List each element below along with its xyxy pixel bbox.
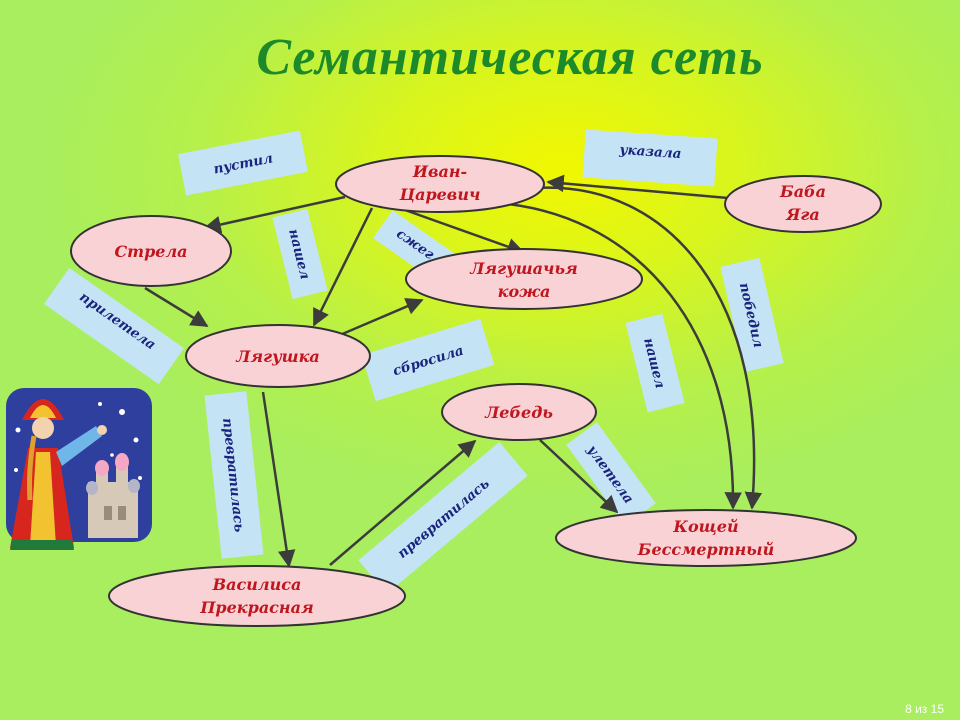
page-indicator: 8 из 15 [905,702,944,716]
arrow-lyagushka-kozha [339,298,424,337]
node-koschey-line-2: Бессмертный [637,540,774,559]
arrow-ivan-kozha [404,208,525,255]
slide-title: Семантическая сеть [256,29,764,86]
node-koschey-bessmertny: Кощей Бессмертный [555,509,857,567]
russian-princess-icon [6,388,152,550]
node-koschey-line-1: Кощей [672,517,738,536]
node-baba-line-2: Яга [785,205,819,224]
node-kozha-line-2: кожа [498,282,551,301]
node-baba-line-1: Баба [779,182,826,201]
node-baba-yaga: Баба Яга [724,175,882,233]
relation-label-sbrosila: сбросила [361,318,495,402]
arrow-baba-ivan [546,174,729,200]
arrow-lyagushka-vasilisa [261,391,296,568]
arrow-ivan-koschey-pobedil [534,186,763,510]
node-lyagushka-line-1: Лягушка [235,347,320,366]
node-lyagushachya-kozha: Лягушачья кожа [405,248,643,310]
node-vasilisa-prekrasnaya: Василиса Прекрасная [108,565,406,627]
relation-label-nashel-2: нашел [625,313,685,413]
node-strela-line-1: Стрела [114,242,187,261]
node-lebed: Лебедь [441,383,597,441]
arrow-lebed-koschey [539,439,619,514]
relation-label-pobedil: победил [720,257,784,373]
node-lebed-line-1: Лебедь [484,403,553,422]
arrow-vasilisa-lebed [329,439,477,566]
relation-label-uletela: улетела [566,422,656,526]
node-kozha-line-1: Лягушачья [469,259,577,278]
node-strela: Стрела [70,215,232,287]
node-ivan-line-1: Иван- [412,162,467,181]
arrow-strela-lyagushka [144,286,209,328]
relation-label-prevratilas-1: превратилась [204,391,264,559]
relation-label-nashel-1: нашел [272,208,328,300]
node-ivan-tsarevich: Иван- Царевич [335,155,545,213]
relation-label-text: указала [618,142,682,162]
arrow-ivan-koschey-nashel [507,202,742,510]
node-ivan-line-2: Царевич [399,185,481,204]
arrow-ivan-lyagushka [312,207,374,327]
arrow-ivan-strela [203,195,346,234]
node-vasilisa-line-2: Прекрасная [199,598,313,617]
relation-label-ukazala: указала [582,129,718,187]
node-lyagushka: Лягушка [185,324,371,388]
relation-label-pustil: пустил [178,130,308,196]
node-vasilisa-line-1: Василиса [212,575,302,594]
